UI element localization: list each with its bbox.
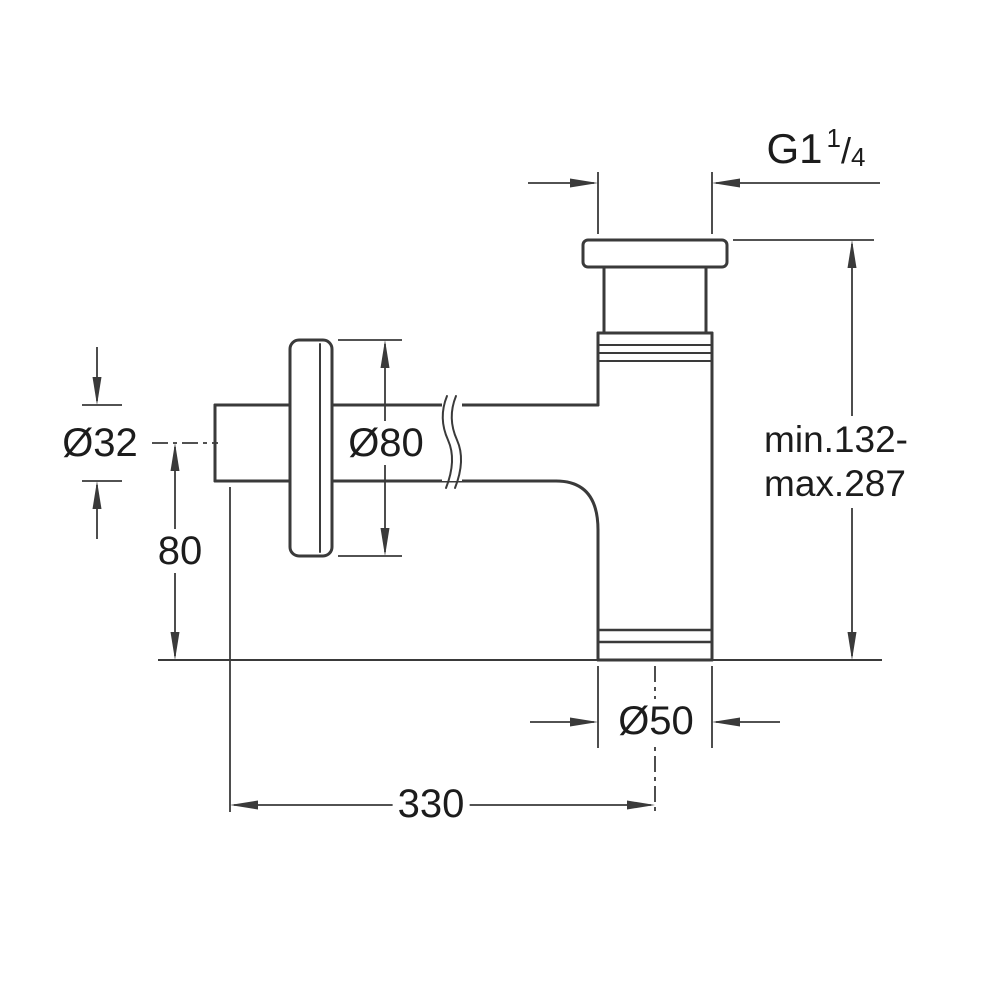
thread-fraction-slash: / <box>841 129 852 171</box>
dim-thread <box>528 172 880 234</box>
height-range-line2: max.287 <box>764 463 906 504</box>
arrow-330-left <box>230 800 258 810</box>
label-axis-height: 80 <box>152 529 208 573</box>
arrow-thread-left <box>570 178 598 188</box>
label-body-diameter: Ø50 <box>613 699 699 743</box>
label-rosette-diameter: Ø80 <box>343 421 429 465</box>
arrow-d80-top <box>380 340 390 368</box>
arrow-height-bottom <box>847 632 857 660</box>
bottom-ring-lines <box>596 628 714 644</box>
arrow-80-bottom <box>170 632 180 660</box>
wall-rosette <box>288 338 334 558</box>
arrow-d32-bottom <box>92 481 102 509</box>
top-flange <box>581 238 729 269</box>
break-mark <box>441 395 462 489</box>
pipe-body-fillet <box>554 479 600 532</box>
height-range-line1: min.132- <box>764 419 908 460</box>
thread-fraction-denominator: 4 <box>851 141 866 172</box>
thread-fraction-numerator: 1 <box>826 122 842 153</box>
label-projection-length: 330 <box>392 782 470 826</box>
arrow-80-top <box>170 443 180 471</box>
trap-outline <box>213 238 729 662</box>
label-height-range: min.132- max.287 <box>758 416 914 508</box>
arrow-d50-left <box>570 717 598 727</box>
dimension-arrows <box>92 178 857 810</box>
arrow-d32-top <box>92 377 102 405</box>
thread-lines <box>597 344 713 362</box>
thread-size-text: G1 <box>766 124 823 172</box>
arrow-d80-bottom <box>380 528 390 556</box>
arrow-thread-right <box>712 178 740 188</box>
arrow-d50-right <box>712 717 740 727</box>
label-inlet-diameter: Ø32 <box>57 421 143 465</box>
arrow-height-top <box>847 240 857 268</box>
arrow-330-right <box>627 800 655 810</box>
